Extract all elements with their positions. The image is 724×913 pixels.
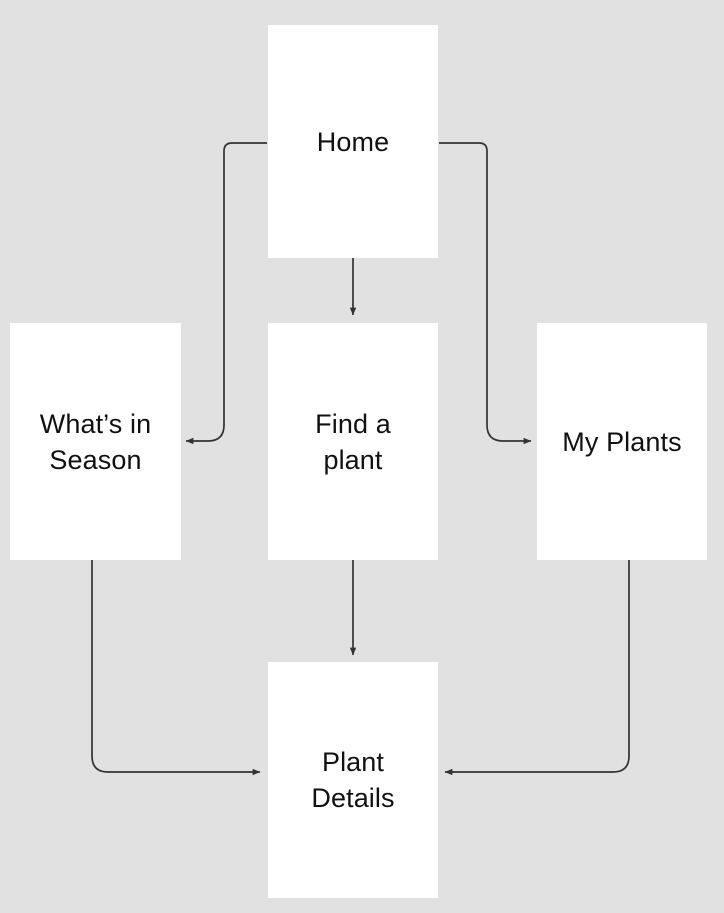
node-my-plants[interactable]: My Plants xyxy=(537,323,707,560)
node-home[interactable]: Home xyxy=(268,25,438,258)
node-my-plants-label: My Plants xyxy=(562,426,682,457)
node-plant-details-label: Plant Details xyxy=(311,747,395,813)
node-home-label: Home xyxy=(316,126,390,157)
node-whats-in-season[interactable]: What’s in Season xyxy=(10,323,181,560)
node-plant-details[interactable]: Plant Details xyxy=(268,662,438,898)
edge-myplants-to-details xyxy=(444,560,630,776)
node-find-a-plant-label: Find a plant xyxy=(315,408,391,475)
edge-season-to-details xyxy=(91,560,261,776)
node-find-a-plant[interactable]: Find a plant xyxy=(268,323,438,560)
edge-home-to-season xyxy=(185,142,267,445)
node-whats-in-season-label: What’s in Season xyxy=(39,408,152,475)
edge-home-to-myplants xyxy=(439,142,532,445)
